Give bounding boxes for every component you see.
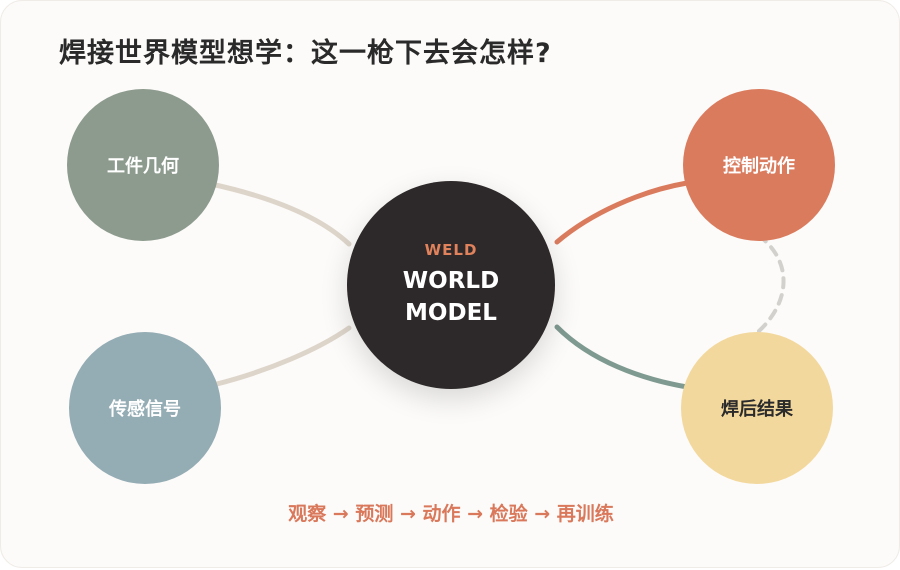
process-flow-caption: 观察 → 预测 → 动作 → 检验 → 再训练 <box>288 503 614 525</box>
node-label: 焊后结果 <box>721 399 793 420</box>
link-result <box>554 324 690 390</box>
feedback-dashed-link <box>757 237 786 333</box>
node-weld-result: 焊后结果 <box>681 332 833 484</box>
node-sensor-signal: 传感信号 <box>69 332 221 484</box>
node-label: 传感信号 <box>109 399 181 420</box>
link-action <box>554 180 690 245</box>
node-label: 控制动作 <box>723 156 795 177</box>
hub-tag: WELD <box>424 241 478 259</box>
hub-title-line2: MODEL <box>405 300 497 326</box>
world-model-hub: WELD WORLD MODEL <box>347 181 555 389</box>
link-sensor <box>210 325 352 388</box>
page-title: 焊接世界模型想学：这一枪下去会怎样? <box>59 38 552 69</box>
link-geometry <box>208 181 352 247</box>
node-label: 工件几何 <box>107 156 179 177</box>
node-workpiece-geometry: 工件几何 <box>67 89 219 241</box>
hub-title-line1: WORLD <box>402 268 500 294</box>
node-control-action: 控制动作 <box>683 89 835 241</box>
